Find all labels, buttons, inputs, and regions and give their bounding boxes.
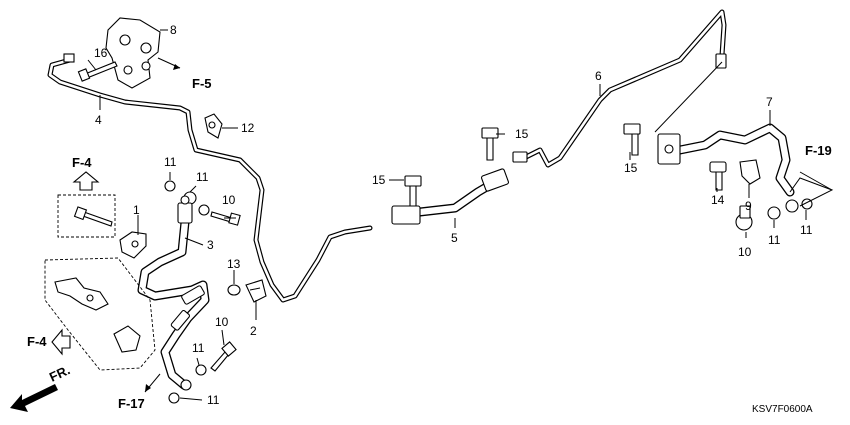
bracket-1 (119, 231, 147, 259)
callout-12: 12 (241, 121, 255, 135)
frame-bracket (54, 277, 109, 311)
callout-16: 16 (94, 46, 108, 60)
three-way-joint (391, 151, 528, 225)
clip-13 (227, 284, 241, 296)
washer-right-1 (767, 206, 781, 220)
clamp-9 (739, 159, 761, 185)
callout-15a: 15 (372, 173, 386, 187)
brake-pipe-4 (47, 57, 373, 303)
arrow-f19 (799, 171, 833, 191)
dashed-frame-region (44, 257, 156, 371)
bolt-15-right (623, 123, 641, 156)
hose-fitting-lower (170, 310, 190, 331)
callout-15b: 15 (515, 127, 529, 141)
oil-bolt-10 (210, 211, 241, 226)
dashed-box-bolt (57, 194, 116, 238)
callout-11d: 11 (207, 393, 220, 407)
callout-5: 5 (451, 231, 458, 245)
callout-3: 3 (207, 238, 214, 252)
arrow-f4-left (51, 328, 71, 356)
callout-7: 7 (766, 95, 773, 109)
front-direction-arrow (10, 384, 58, 412)
callout-6: 6 (595, 69, 602, 83)
diagram-code: KSV7F0600A (752, 404, 813, 415)
callout-10b: 10 (215, 315, 229, 329)
callout-4: 4 (95, 113, 102, 127)
bolt-16 (77, 61, 118, 82)
brake-pipe-6 (517, 9, 727, 168)
callout-10c: 10 (738, 245, 752, 259)
callout-8: 8 (170, 23, 177, 37)
pipe-fitting-top (63, 53, 75, 63)
leader-lines (87, 29, 834, 401)
callout-11a: 11 (164, 155, 177, 169)
callout-11e: 11 (768, 233, 781, 247)
washer-lower-1 (195, 364, 207, 376)
clip-2 (245, 279, 267, 303)
ref-f5: F-5 (192, 76, 212, 91)
callout-2: 2 (250, 324, 257, 338)
banjo-right (785, 199, 799, 213)
callout-1: 1 (133, 203, 140, 217)
clamp-12 (204, 113, 223, 139)
ref-f17: F-17 (118, 396, 145, 411)
callout-9: 9 (745, 199, 752, 213)
washer-lower-2 (168, 392, 180, 404)
joint-block-right (657, 53, 727, 165)
bolt-1 (73, 206, 113, 227)
callout-13: 13 (227, 257, 241, 271)
callout-15c: 15 (624, 161, 638, 175)
oil-bolt-10-right (735, 205, 753, 231)
arrow-f17 (144, 373, 161, 393)
ref-f4-left: F-4 (27, 334, 47, 349)
bolt-14 (709, 161, 727, 191)
banjo-lower (180, 379, 192, 391)
arrow-f4-up (72, 171, 100, 191)
callout-11b: 11 (196, 170, 209, 184)
arrow-f5 (157, 57, 181, 70)
hose-fitting-top (177, 195, 193, 224)
frame-clip (113, 325, 141, 353)
callout-14: 14 (711, 193, 725, 207)
hose-fitting-mid (181, 285, 205, 305)
callout-11c: 11 (192, 341, 205, 355)
brake-hose-3 (137, 217, 210, 390)
ref-f19: F-19 (805, 143, 832, 158)
callout-10a: 10 (222, 193, 236, 207)
proportioning-valve (105, 17, 161, 89)
brake-hose-5 (415, 177, 500, 217)
ref-f4-top: F-4 (72, 155, 92, 170)
ref-fr: FR. (47, 362, 72, 384)
callout-11f: 11 (800, 223, 813, 237)
oil-bolt-10-lower (210, 341, 237, 372)
bolt-15-upper (481, 127, 499, 161)
brake-hose-7 (675, 123, 795, 197)
